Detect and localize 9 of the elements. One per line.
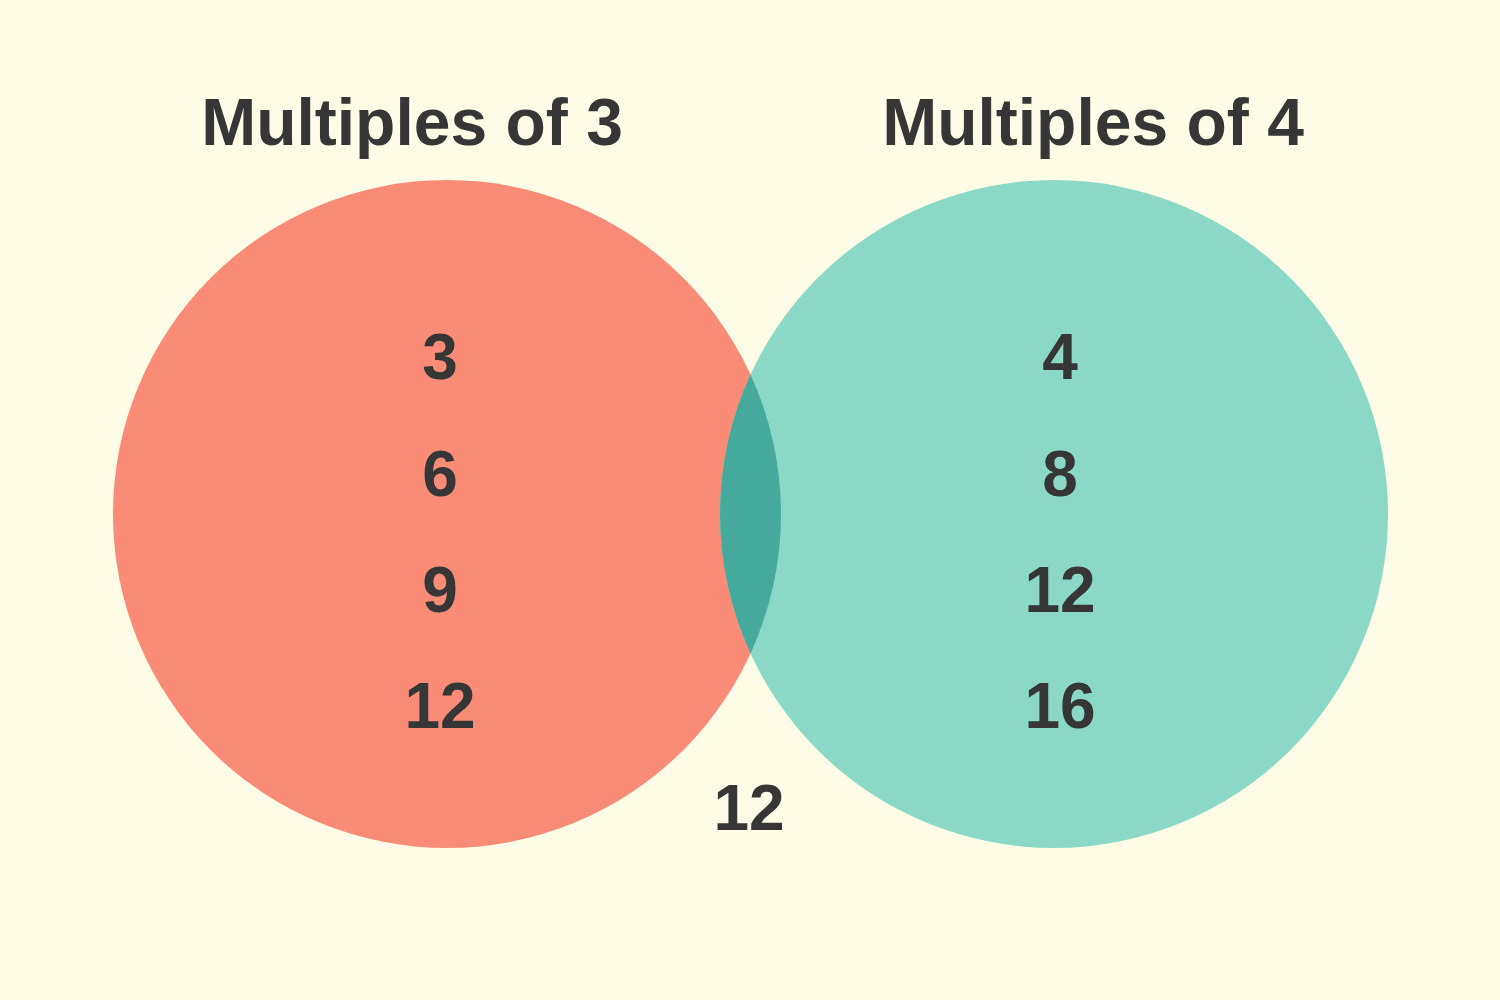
set-number: 8 <box>1042 442 1078 506</box>
overlap-number: 12 <box>713 776 785 840</box>
set-number: 6 <box>422 442 458 506</box>
set-number: 4 <box>1042 325 1078 389</box>
set-number: 9 <box>422 558 458 622</box>
set-number: 3 <box>422 325 458 389</box>
set-number: 12 <box>404 674 476 738</box>
set-number: 16 <box>1024 674 1096 738</box>
set-number: 12 <box>1024 558 1096 622</box>
